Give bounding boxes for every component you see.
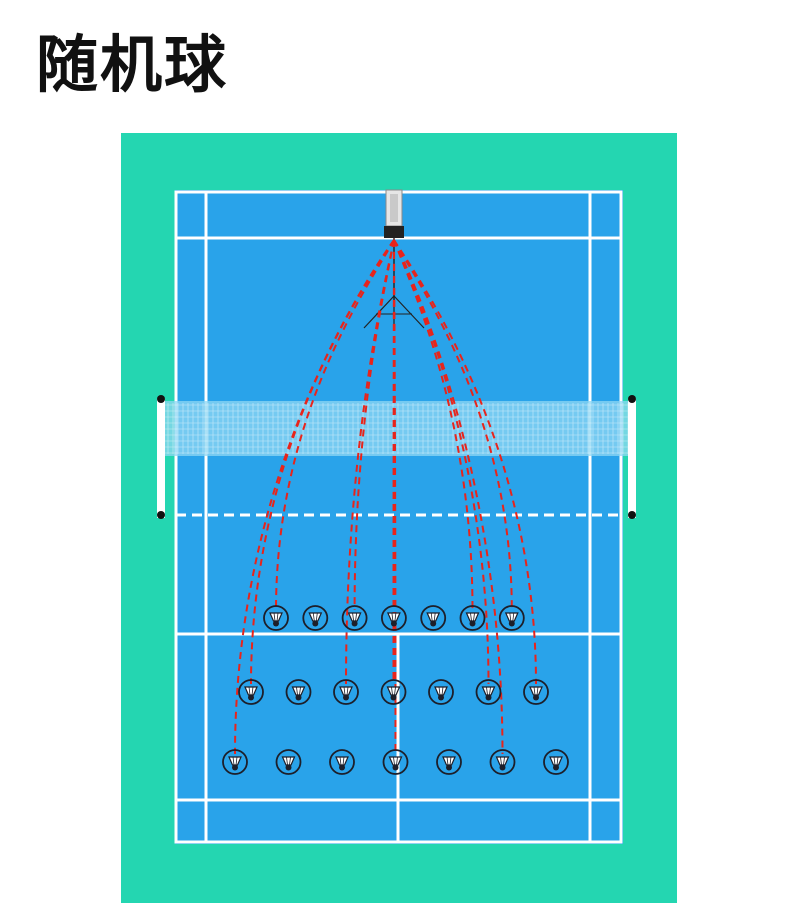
- tripod-leg-right: [393, 295, 425, 329]
- trajectory-line: [393, 239, 504, 755]
- shuttlecock-target-icon: [263, 605, 289, 631]
- trajectory-lines: [234, 239, 537, 755]
- shuttlecock-target-icon: [222, 749, 248, 775]
- shuttlecock-target-icon: [459, 605, 486, 631]
- shuttlecock-target-icon: [382, 749, 409, 775]
- launcher-head: [384, 226, 404, 238]
- trajectory-line: [392, 239, 395, 685]
- shuttlecock-target-icon: [489, 749, 516, 775]
- net: [157, 395, 636, 519]
- trajectory-line: [393, 239, 513, 611]
- shuttlecock-target-icon: [475, 679, 502, 705]
- shuttlecock-target-icon: [333, 679, 359, 705]
- shuttlecock-target-icon: [543, 749, 569, 775]
- shuttlecock-target-icon: [238, 679, 264, 705]
- left-post-top-cap: [157, 395, 165, 403]
- shuttlecock-target-icon: [420, 605, 447, 631]
- shuttlecock-target-icon: [275, 749, 302, 775]
- trajectory-line: [393, 239, 397, 755]
- shuttlecock-target-icon: [380, 605, 407, 631]
- shuttlecock-target-icon: [428, 679, 454, 705]
- trajectory-line: [393, 239, 474, 611]
- trajectory-line: [345, 239, 395, 685]
- right-post-top-cap: [628, 395, 636, 403]
- shuttlecock-target-icon: [341, 605, 368, 631]
- shuttlecock-target-icon: [302, 605, 329, 631]
- trajectory-line: [275, 239, 395, 611]
- shuttlecock-target-icon: [329, 749, 355, 775]
- left-net-post: [157, 398, 165, 518]
- shuttlecock-target-icon: [380, 679, 407, 705]
- page-title: 随机球: [36, 28, 229, 101]
- trajectory-line: [234, 239, 395, 755]
- shuttlecock-target-icon: [498, 605, 525, 631]
- trajectory-line: [393, 239, 537, 685]
- target-markers: [222, 605, 569, 775]
- shuttlecock-target-icon: [523, 679, 549, 705]
- shuttlecock-target-icon: [436, 749, 462, 775]
- shuttlecock-target-icon: [285, 679, 312, 705]
- right-net-post: [628, 398, 636, 518]
- left-post-bottom-cap: [157, 511, 165, 519]
- right-post-bottom-cap: [628, 511, 636, 519]
- net-mesh-lines: [165, 403, 630, 454]
